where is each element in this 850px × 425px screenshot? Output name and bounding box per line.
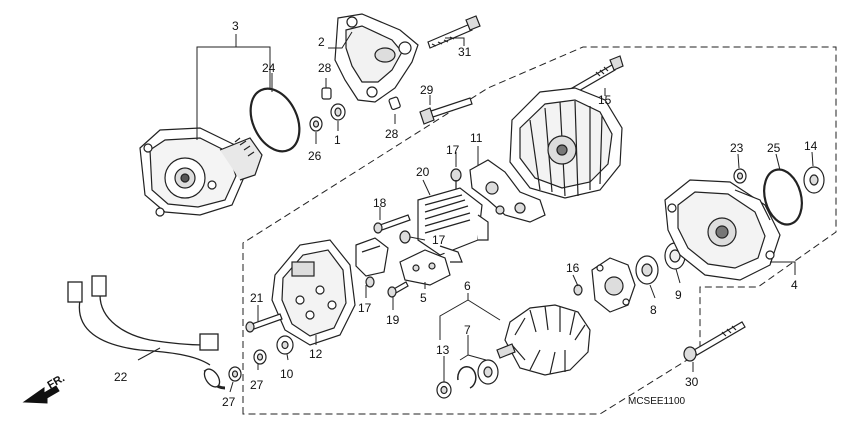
callout-27a: 27: [222, 395, 236, 409]
bolt-31: [427, 15, 481, 49]
seal-14: [803, 166, 825, 194]
screw-17-low: [365, 276, 375, 288]
drive-end-cover: [139, 127, 263, 217]
callout-13: 13: [436, 343, 450, 357]
callout-17b: 17: [432, 233, 446, 247]
rotor-6: [496, 304, 591, 376]
callout-23: 23: [730, 141, 744, 155]
callout-31: 31: [458, 45, 472, 59]
bearing-retainer-plate: [591, 257, 636, 313]
bolt-29: [419, 97, 473, 125]
callout-22: 22: [114, 370, 128, 384]
bearing-7: [477, 359, 499, 385]
callout-24: 24: [262, 61, 276, 75]
callout-28a: 28: [318, 61, 332, 75]
dowel-pin-28b: [388, 96, 401, 111]
callout-14: 14: [804, 139, 818, 153]
nut-27a: [228, 366, 242, 382]
bearing-8: [635, 255, 659, 285]
wire-harness-22: [67, 275, 226, 390]
callout-6: 6: [464, 279, 471, 293]
callout-7a: 7: [464, 323, 471, 337]
callout-9: 9: [675, 288, 682, 302]
callout-12: 12: [309, 347, 323, 361]
callout-4: 4: [791, 278, 798, 292]
rear-housing: [509, 87, 623, 199]
screw-17-mid: [399, 230, 411, 244]
callout-15: 15: [598, 93, 612, 107]
leader-lines: [137, 31, 814, 393]
collar-1: [330, 103, 346, 121]
front-housing-4: [664, 179, 781, 281]
callout-19: 19: [386, 313, 400, 327]
callout-20: 20: [416, 165, 430, 179]
callout-2: 2: [318, 35, 325, 49]
callout-5: 5: [420, 291, 427, 305]
o-ring-24: [249, 87, 301, 153]
nut-10: [276, 335, 294, 355]
callout-3: 3: [232, 19, 239, 33]
screw-16: [573, 284, 583, 296]
callout-10: 10: [280, 367, 294, 381]
callout-labels: 3 24 2 31 28 28 26 1 29 15 11 17 20 18 1…: [114, 19, 818, 409]
screw-19: [387, 281, 409, 298]
regulator-20: [417, 187, 489, 256]
callout-30: 30: [685, 375, 699, 389]
callout-11: 11: [470, 131, 483, 145]
screw-17-top: [450, 168, 462, 190]
callout-8: 8: [650, 303, 657, 317]
front-direction-arrow: FR.: [22, 372, 67, 404]
callout-17a: 17: [446, 143, 460, 157]
callout-17c: 17: [358, 301, 372, 315]
screw-18: [373, 214, 411, 234]
o-ring-25: [763, 168, 803, 226]
callout-26: 26: [308, 149, 322, 163]
bolt-30: [683, 321, 746, 362]
callout-18: 18: [373, 196, 387, 210]
nut-27b: [253, 349, 267, 365]
snap-ring-7: [457, 366, 477, 389]
mounting-bracket: [334, 13, 419, 103]
brush-holder-11: [469, 159, 546, 223]
callout-27b: 27: [250, 378, 264, 392]
callout-29: 29: [420, 83, 434, 97]
end-cover-12: [271, 239, 356, 346]
arrow-left-icon: [22, 385, 60, 404]
dowel-pin-28a: [321, 87, 332, 100]
ring-13: [436, 381, 452, 399]
insulator-block: [355, 237, 389, 277]
washer-26: [309, 116, 323, 132]
callout-16: 16: [566, 261, 580, 275]
bolt-21: [245, 313, 283, 333]
callout-1: 1: [334, 133, 341, 147]
callout-28b: 28: [385, 127, 399, 141]
callout-25: 25: [767, 141, 781, 155]
assembly-boundary-dashed: [242, 46, 837, 415]
terminal-block-5: [399, 245, 463, 286]
callout-21: 21: [250, 291, 264, 305]
nut-23: [733, 168, 747, 184]
front-label: FR.: [46, 372, 67, 391]
diagram-code: MCSEE1100: [628, 396, 686, 407]
